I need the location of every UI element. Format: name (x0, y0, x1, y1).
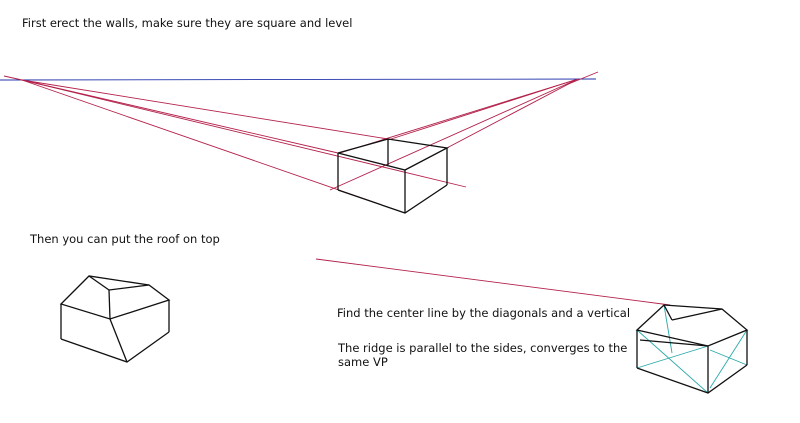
right-vp-line (387, 78, 579, 141)
house-with-roof (59, 275, 171, 363)
left-vp-line (21, 79, 467, 188)
horizon-line (0, 78, 597, 81)
walls-caption: First erect the walls, make sure they ar… (22, 16, 353, 30)
diagonals-caption: Find the center line by the diagonals an… (337, 306, 631, 320)
left-vp-line (21, 79, 339, 154)
right-vp-line (329, 78, 579, 191)
house-with-diagonals (635, 304, 749, 394)
roof-caption: Then you can put the roof on top (30, 232, 220, 246)
ridge-vp-line (315, 258, 671, 306)
walls-box (337, 138, 450, 214)
ridge-caption: The ridge is parallel to the sides, conv… (338, 341, 628, 370)
left-vp-line (21, 79, 389, 140)
